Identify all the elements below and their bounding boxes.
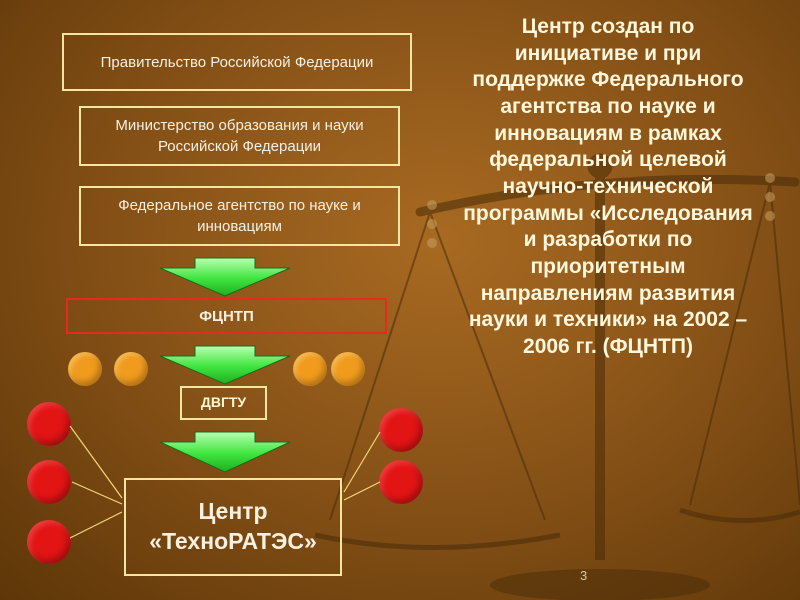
ministry-box: Министерство образования и науки Российс…: [79, 106, 400, 166]
agency-label: Федеральное агентство по науке и инновац…: [118, 197, 361, 235]
orange-circle: [331, 352, 365, 386]
government-box: Правительство Российской Федерации: [62, 33, 412, 91]
orange-circle: [114, 352, 148, 386]
agency-box: Федеральное агентство по науке и инновац…: [79, 186, 400, 246]
center-description: Центр создан по инициативе и при поддерж…: [463, 15, 753, 358]
page-number: 3: [580, 568, 588, 583]
dvgtu-box: ДВГТУ: [180, 386, 267, 420]
red-circle: [379, 460, 423, 504]
government-label: Правительство Российской Федерации: [100, 53, 374, 71]
fctntp-label: ФЦНТП: [199, 307, 254, 325]
red-circle: [379, 408, 423, 452]
orange-circle: [68, 352, 102, 386]
red-circle: [27, 520, 71, 564]
center-label: Центр «ТехноРАТЭС»: [149, 498, 317, 554]
dvgtu-label: ДВГТУ: [200, 394, 247, 411]
ministry-label: Министерство образования и науки Российс…: [115, 117, 364, 155]
red-circle: [27, 460, 71, 504]
center-box: Центр «ТехноРАТЭС»: [124, 478, 342, 576]
orange-circle: [293, 352, 327, 386]
fctntp-box: ФЦНТП: [66, 298, 387, 334]
red-circle: [27, 402, 71, 446]
